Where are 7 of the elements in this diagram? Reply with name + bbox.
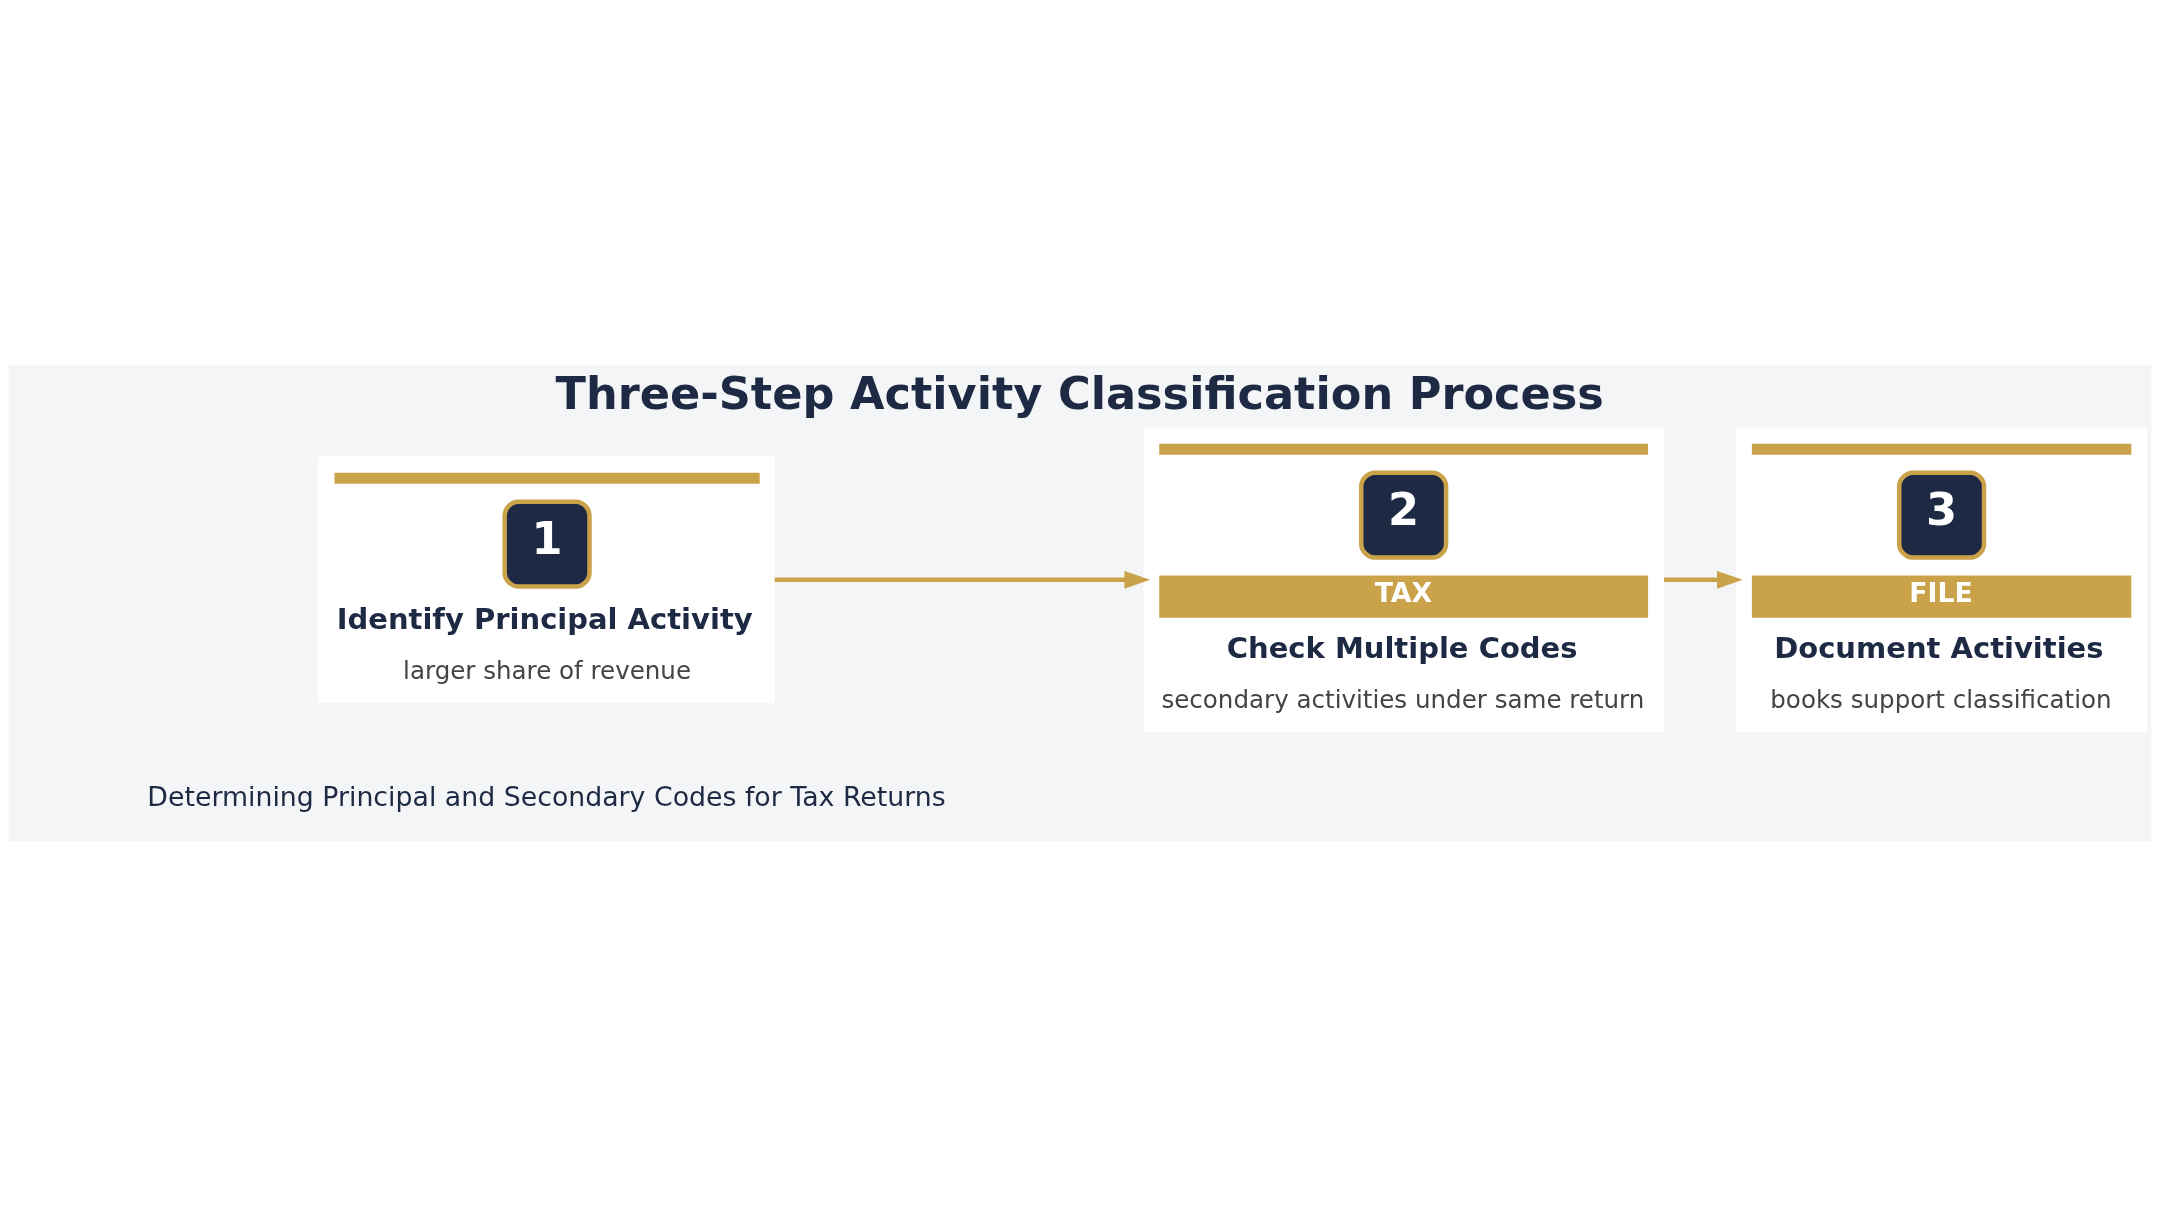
arrow — [1664, 570, 1743, 589]
node-box: 1 Identify Principal Activity larger share of revenue — [318, 456, 775, 704]
node-box: 3 FILE Document Activities books support classification — [1736, 427, 2147, 733]
diagram-title: Three-Step Activity Classification Process — [555, 367, 1604, 420]
arrow — [774, 570, 1151, 589]
label: Determining Principal and Secondary Codes for Tax Returns — [147, 780, 946, 812]
node-box: 2 TAX Check Multiple Codes secondary activities under same return — [1143, 427, 1664, 733]
